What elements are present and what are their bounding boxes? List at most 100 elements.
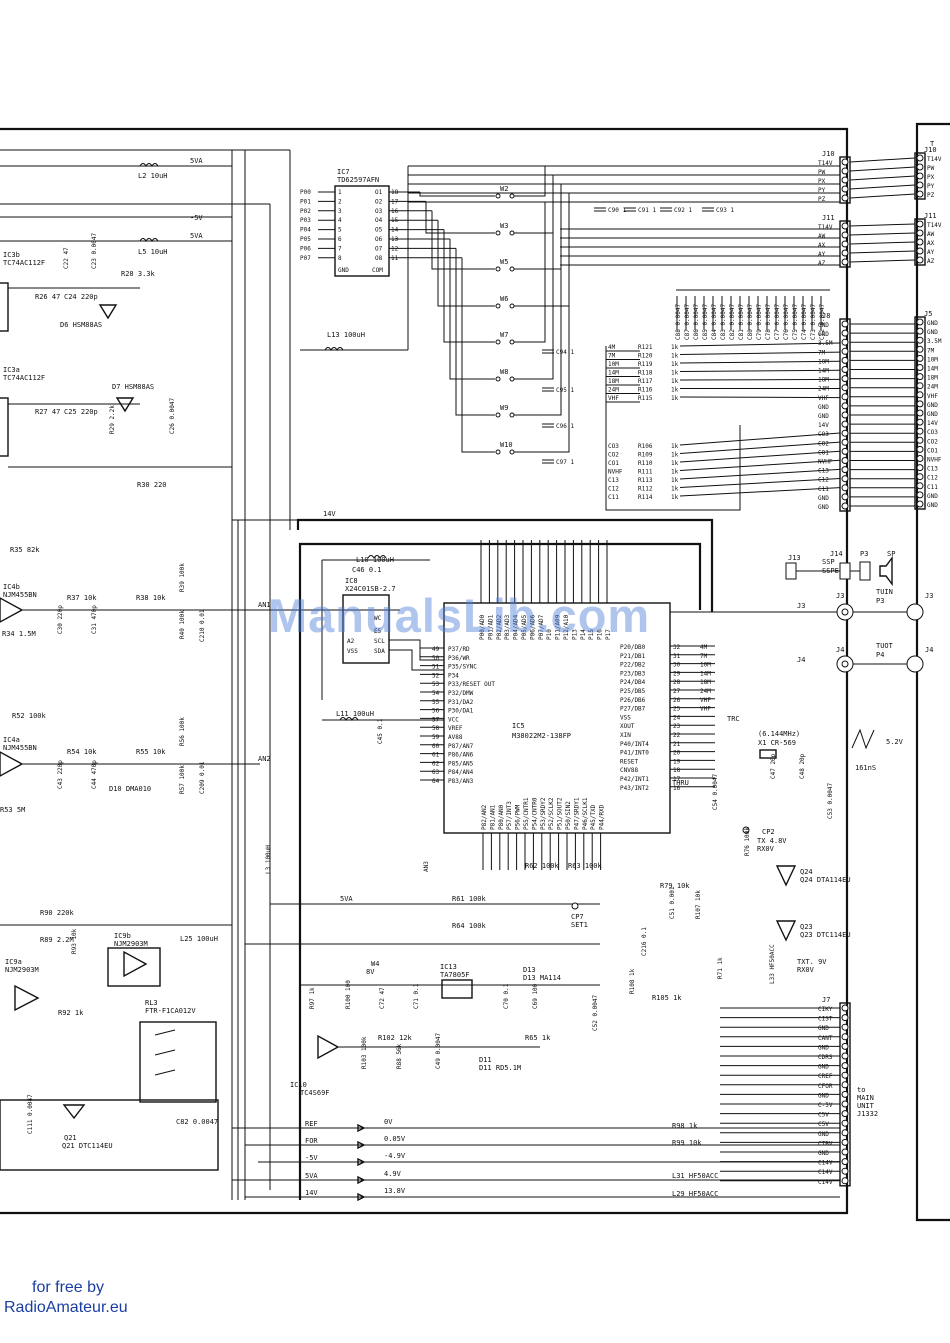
j11-pin-label: AZ bbox=[818, 260, 826, 267]
ic5-bottom-pin: P81/AN1 bbox=[489, 804, 496, 830]
j7-pin bbox=[841, 1023, 849, 1031]
w4-label: W4 bbox=[371, 960, 379, 968]
c54-label: C54 0.0047 bbox=[712, 773, 719, 810]
co-resistor-val: 1k bbox=[671, 443, 679, 450]
ic5-bottom-pin: P51/SOUT2 bbox=[557, 797, 564, 830]
band-resistor-ref: R120 bbox=[638, 353, 653, 360]
rail-14v-label: 14V bbox=[323, 510, 336, 518]
ic5-bottom-pin: P56/PWM bbox=[515, 804, 522, 830]
c71-label: C71 0.1 bbox=[413, 983, 420, 1009]
r26-label: R26 47 bbox=[35, 293, 60, 301]
ic7-left-pin-label: P02 bbox=[300, 208, 311, 215]
jumper-wire bbox=[431, 210, 495, 270]
rl3-label: RL3 bbox=[145, 999, 158, 1007]
j5-pin bbox=[916, 373, 924, 381]
ic7-part: TD62597AFN bbox=[337, 176, 379, 184]
ic5-top-pin: P14 bbox=[580, 629, 587, 640]
l13-inductor: L13 100uH bbox=[300, 166, 409, 351]
r105-label: R105 1k bbox=[652, 994, 682, 1002]
c26-label: C26 0.0047 bbox=[169, 397, 176, 434]
bottom-rail-arrow bbox=[357, 1192, 366, 1202]
j8-pin bbox=[841, 429, 849, 437]
j10r-pin bbox=[916, 154, 924, 162]
band-resistor-ref: R119 bbox=[638, 361, 653, 368]
j5-pin-label: C11 bbox=[927, 484, 938, 491]
j7-pin-label: GND bbox=[818, 1150, 829, 1157]
r27-label: R27 47 bbox=[35, 408, 60, 416]
ic5-left-pin-num: 56 bbox=[432, 708, 440, 715]
x1-label: X1 CR-569 bbox=[758, 739, 796, 747]
ic3-section: IC3b TC74AC112F IC3a TC74AC112F R26 47 R… bbox=[0, 232, 232, 489]
r100-label: R100 100 bbox=[345, 980, 352, 1009]
r39-label: R39 100k bbox=[179, 563, 186, 592]
ic5-left-pin: P32/DMW bbox=[448, 690, 474, 697]
jumper-pad bbox=[495, 412, 501, 418]
j8-pin-label: 10M bbox=[818, 358, 829, 365]
j7-pin-label: GND bbox=[818, 1131, 829, 1138]
bottom-rail-arrow bbox=[357, 1123, 366, 1133]
j4-text: J4 bbox=[797, 656, 805, 664]
c49-label: C49 0.0047 bbox=[435, 1032, 442, 1069]
bottom-rail-voltage: 0.05V bbox=[384, 1135, 406, 1143]
j10-pin-label: T14V bbox=[818, 160, 833, 167]
j8-pin-label: GND bbox=[818, 322, 829, 329]
j8-pin bbox=[841, 411, 849, 419]
r62-label: R62 100k bbox=[525, 862, 560, 870]
set1-label: SET1 bbox=[571, 921, 588, 929]
j7-pin bbox=[841, 1042, 849, 1050]
jumper-out-wire bbox=[514, 211, 554, 380]
j8-ref: J8 bbox=[822, 312, 830, 320]
main-unit-2: UNIT bbox=[857, 1102, 875, 1110]
j11r-pin bbox=[916, 238, 924, 246]
r29-label: R29 2.2k bbox=[109, 405, 116, 434]
j8-pin bbox=[841, 466, 849, 474]
j5-pin-label: 7M bbox=[927, 347, 935, 354]
ic5-right-pin: P21/DB1 bbox=[620, 653, 646, 660]
ic5-left-pin-num: 60 bbox=[432, 743, 440, 750]
j5-body bbox=[914, 316, 926, 510]
ic5-right-pin: CNV88 bbox=[620, 767, 638, 774]
j7-pin bbox=[841, 1014, 849, 1022]
band-signal-label: 10M bbox=[608, 361, 619, 368]
rxb-volt: RX0V bbox=[797, 966, 815, 974]
cap-row-label: C80 0.0047 bbox=[747, 303, 754, 340]
j5-pin bbox=[916, 391, 924, 399]
ic5-left-pin-num: 51 bbox=[432, 664, 440, 671]
c44-label: C44 470p bbox=[91, 760, 98, 789]
j8-pin-label: C12 bbox=[818, 477, 829, 484]
ic4-section: IC4b NJM455BN IC4a NJM455BN AN1 AN2 R35 … bbox=[0, 546, 400, 814]
j8-pin-label: CO1 bbox=[818, 449, 829, 456]
ic5-bottom-pin: P50/SIN2 bbox=[565, 801, 572, 830]
bottom-rail-label: 14V bbox=[305, 1189, 318, 1197]
c210-label: C210 0.01 bbox=[199, 609, 206, 642]
main-unit-label: to MAIN UNIT J1332 bbox=[857, 1086, 878, 1118]
j8-pin-label: GND bbox=[818, 331, 829, 338]
middle-section: 5VA R61 100k R64 100k CP7 SET1 R62 100k … bbox=[0, 845, 603, 945]
c95-label: C95 1 bbox=[556, 387, 574, 394]
j10-link-wire bbox=[849, 184, 916, 190]
jumper-pad bbox=[495, 376, 501, 382]
j10r-pin bbox=[916, 190, 924, 198]
an3-label: AN3 bbox=[423, 861, 430, 872]
j5-pin-label: 10M bbox=[927, 356, 938, 363]
cap-row-label: C76 0.0047 bbox=[783, 303, 790, 340]
j5-pin bbox=[916, 455, 924, 462]
co-resistor-ref: R114 bbox=[638, 494, 653, 501]
ic5-right-pin: P27/DB7 bbox=[620, 706, 646, 713]
ic5-right-pin-num: 23 bbox=[673, 723, 681, 730]
j7-ref: J7 bbox=[822, 996, 830, 1004]
co-signal-label: NVHF bbox=[608, 469, 623, 476]
ic5-right-signal: 4M bbox=[700, 644, 708, 651]
j11-pin-label: AX bbox=[818, 242, 826, 249]
j11r-pin-label: AZ bbox=[927, 258, 935, 265]
band-to-j8-wire bbox=[679, 396, 841, 399]
ic8-sda-wire bbox=[389, 649, 444, 671]
j8-pin-label: 14M bbox=[818, 368, 829, 375]
ic13-part: TA7805F bbox=[440, 971, 470, 979]
j5-pin-label: 14V bbox=[927, 420, 938, 427]
c45-label: C45 0.1 bbox=[377, 718, 384, 744]
j7-pin-label: C5V bbox=[818, 1112, 829, 1119]
ic5-left-pin: P35/SYNC bbox=[448, 664, 477, 671]
c82-label: C82 0.0047 bbox=[176, 1118, 218, 1126]
j10-link-wire bbox=[849, 193, 916, 199]
